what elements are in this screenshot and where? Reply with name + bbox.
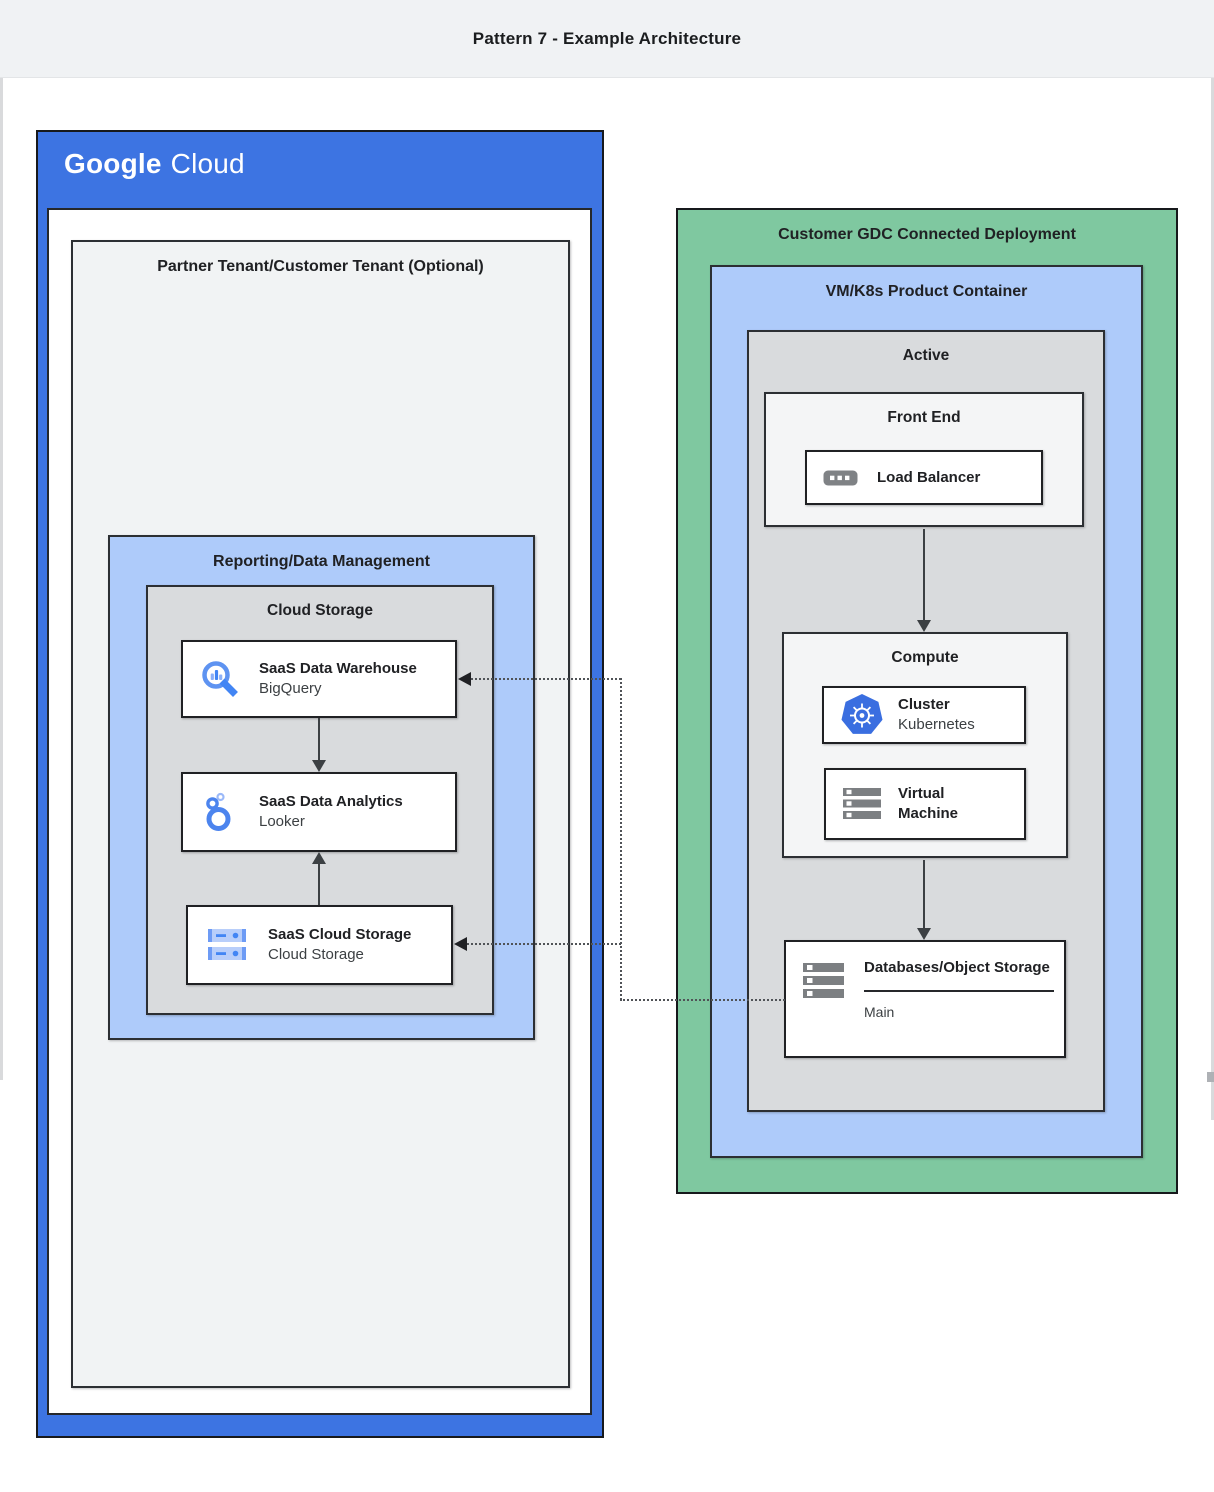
saas-data-warehouse-card: SaaS Data Warehouse BigQuery: [181, 640, 457, 718]
diagram-title: Pattern 7 - Example Architecture: [472, 28, 742, 48]
right-page-edge: [1211, 78, 1214, 1120]
storage-to-analytics-line: [318, 864, 320, 905]
virtual-machine-icon: [842, 787, 884, 821]
database-card: Databases/Object Storage Main: [784, 940, 1066, 1058]
saas-data-analytics-text: SaaS Data Analytics Looker: [259, 792, 403, 832]
vmk8s-title: VM/K8s Product Container: [825, 283, 1028, 300]
cloud-storage-icon: [204, 926, 250, 964]
card-title: SaaS Data Analytics: [259, 793, 403, 810]
card-title: Databases/Object Storage: [864, 959, 1050, 976]
card-subtitle: BigQuery: [259, 680, 322, 697]
load-balancer-text: Load Balancer: [877, 468, 980, 488]
database-footer: Main: [864, 1004, 895, 1020]
reporting-title: Reporting/Data Management: [213, 553, 430, 570]
card-subtitle: Cloud Storage: [268, 946, 364, 963]
virtual-machine-card: Virtual Machine: [824, 768, 1026, 840]
warehouse-to-analytics-arrowhead: [312, 760, 326, 772]
cluster-text: Cluster Kubernetes: [898, 695, 975, 735]
front-end-title: Front End: [887, 409, 961, 426]
cloud-storage-title: Cloud Storage: [267, 602, 373, 619]
card-title: Load Balancer: [877, 468, 981, 486]
saas-data-analytics-card: SaaS Data Analytics Looker: [181, 772, 457, 852]
storage-to-analytics-arrowhead: [312, 852, 326, 864]
card-subtitle: Kubernetes: [898, 716, 975, 733]
looker-icon: [199, 791, 241, 833]
load-balancer-icon: [823, 469, 859, 487]
database-text: Databases/Object Storage Main: [864, 958, 1060, 1022]
saas-cloud-storage-card: SaaS Cloud Storage Cloud Storage: [186, 905, 453, 985]
gdc-title: Customer GDC Connected Deployment: [778, 226, 1076, 243]
saas-cloud-storage-text: SaaS Cloud Storage Cloud Storage: [268, 925, 411, 965]
database-divider: [864, 990, 1054, 992]
logo-google-word: Google: [64, 148, 162, 179]
dotted-line-database: [620, 999, 785, 1001]
card-title: Virtual Machine: [898, 785, 959, 822]
virtual-machine-text: Virtual Machine: [898, 784, 990, 824]
server-stack-icon: [802, 962, 846, 1002]
card-title: SaaS Data Warehouse: [259, 660, 417, 677]
google-cloud-logo: Google Cloud: [64, 148, 245, 180]
frontend-to-compute-line: [923, 529, 925, 621]
logo-cloud-word: Cloud: [170, 148, 245, 179]
dotted-line-vertical: [620, 678, 622, 1000]
card-title: SaaS Cloud Storage: [268, 926, 412, 943]
active-title: Active: [902, 347, 950, 364]
compute-to-database-arrowhead: [917, 928, 931, 940]
dotted-line-warehouse: [471, 678, 621, 680]
dotted-arrowhead-storage: [454, 937, 467, 951]
bigquery-icon: [199, 658, 241, 700]
card-title: Cluster: [898, 696, 950, 713]
cluster-card: Cluster Kubernetes: [822, 686, 1026, 744]
dotted-line-storage: [467, 943, 621, 945]
warehouse-to-analytics-line: [318, 718, 320, 762]
diagram-header: Pattern 7 - Example Architecture: [0, 0, 1214, 78]
card-subtitle: Looker: [259, 813, 305, 830]
compute-title: Compute: [891, 649, 959, 666]
dotted-arrowhead-warehouse: [458, 672, 471, 686]
kubernetes-icon: [840, 693, 884, 737]
load-balancer-card: Load Balancer: [805, 450, 1043, 505]
right-edge-tick: [1207, 1072, 1214, 1082]
partner-tenant-title: Partner Tenant/Customer Tenant (Optional…: [157, 258, 484, 275]
frontend-to-compute-arrowhead: [917, 620, 931, 632]
compute-to-database-line: [923, 860, 925, 929]
saas-data-warehouse-text: SaaS Data Warehouse BigQuery: [259, 659, 417, 699]
left-page-edge: [0, 78, 3, 1080]
